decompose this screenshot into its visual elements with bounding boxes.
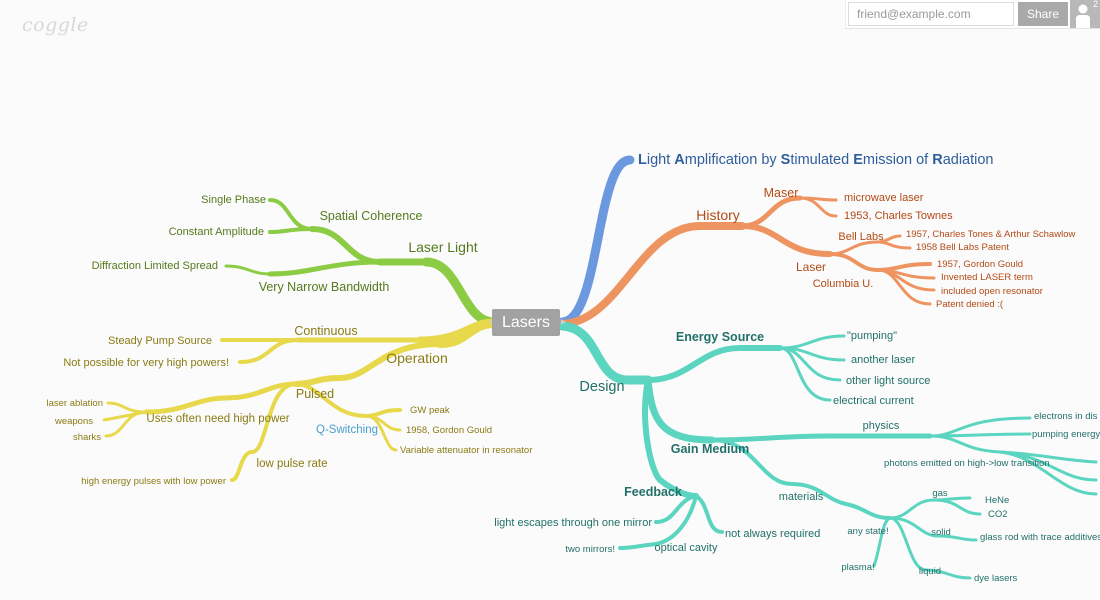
node-qswitch-gould[interactable]: 1958, Gordon Gould [406,425,492,436]
node-design[interactable]: Design [579,379,624,395]
node-patent-denied[interactable]: Patent denied :( [936,299,1004,310]
node-history[interactable]: History [696,207,740,223]
node-gw-peak[interactable]: GW peak [410,405,450,416]
node-liquid[interactable]: liquid [919,566,941,577]
node-physics[interactable]: physics [863,420,900,432]
node-steady-pump[interactable]: Steady Pump Source [108,335,212,347]
node-charles-townes[interactable]: 1953, Charles Townes [844,210,953,222]
node-feedback[interactable]: Feedback [624,485,682,499]
node-weapons[interactable]: weapons [54,416,93,427]
node-continuous[interactable]: Continuous [294,324,357,338]
node-microwave-laser[interactable]: microwave laser [844,192,924,204]
node-maser[interactable]: Maser [764,186,799,200]
branch-history [558,195,936,328]
node-photons-emitted[interactable]: photons emitted on high->low transition [884,458,1050,469]
share-email-input[interactable] [848,2,1014,26]
connector-arrow-right [561,319,566,325]
node-constant-amplitude[interactable]: Constant Amplitude [169,226,264,238]
node-operation[interactable]: Operation [386,350,447,366]
node-not-always-required[interactable]: not always required [725,528,820,540]
node-plasma[interactable]: plasma! [841,562,874,573]
share-bar: Share 2 [845,0,1100,29]
node-materials[interactable]: materials [779,491,824,503]
node-laser-history[interactable]: Laser [796,260,826,274]
branch-acronym [557,155,635,327]
node-gain-medium[interactable]: Gain Medium [671,442,749,456]
node-gas[interactable]: gas [932,488,948,499]
node-co2[interactable]: CO2 [988,509,1008,520]
collaborator-count: 2 [1092,0,1098,9]
root-node[interactable]: Lasers [492,309,560,336]
node-other-light-source[interactable]: other light source [846,375,930,387]
branch-design [557,321,1098,580]
node-one-mirror[interactable]: light escapes through one mirror [494,517,652,529]
node-another-laser[interactable]: another laser [851,354,916,366]
node-bell-labs[interactable]: Bell Labs [838,231,884,243]
branch-operation [102,318,498,482]
node-not-possible[interactable]: Not possible for very high powers! [63,357,229,369]
node-laser-light[interactable]: Laser Light [408,239,477,255]
node-variable-attenuator[interactable]: Variable attenuator in resonator [400,445,532,456]
node-acronym[interactable]: Light Amplification by Stimulated Emissi… [638,152,993,168]
node-invented-laser-term[interactable]: Invented LASER term [941,272,1033,283]
node-low-pulse-rate[interactable]: low pulse rate [257,458,328,470]
node-energy-source[interactable]: Energy Source [676,330,764,344]
node-two-mirrors[interactable]: two mirrors! [565,544,615,555]
node-laser-ablation[interactable]: laser ablation [46,398,103,409]
node-single-phase[interactable]: Single Phase [201,194,266,206]
node-columbia-gould[interactable]: 1957, Gordon Gould [937,259,1023,270]
node-diffraction-spread[interactable]: Diffraction Limited Spread [92,260,218,272]
node-high-energy-pulses[interactable]: high energy pulses with low power [81,476,226,487]
collaborators-button[interactable]: 2 [1070,0,1100,28]
node-dye-lasers[interactable]: dye lasers [974,573,1018,584]
share-button[interactable]: Share [1018,2,1068,26]
node-electrons[interactable]: electrons in dis [1034,411,1098,422]
node-q-switching[interactable]: Q-Switching [316,424,378,436]
node-tones-schawlow[interactable]: 1957, Charles Tones & Arthur Schawlow [906,229,1075,240]
node-sharks[interactable]: sharks [73,432,101,443]
node-spatial-coherence[interactable]: Spatial Coherence [320,209,423,223]
node-solid[interactable]: solid [931,527,951,538]
coggle-logo[interactable]: coggle [22,14,89,36]
node-open-resonator[interactable]: included open resonator [941,286,1043,297]
node-hene[interactable]: HeNe [985,495,1009,506]
node-uses-high-power[interactable]: Uses often need high power [146,413,289,425]
user-icon [1076,4,1090,28]
node-any-state[interactable]: any state! [847,526,888,537]
node-electrical-current[interactable]: electrical current [833,395,914,407]
node-pumping-energy[interactable]: pumping energy [1032,429,1100,440]
node-pulsed[interactable]: Pulsed [296,387,334,401]
node-pumping[interactable]: "pumping" [847,330,897,342]
node-glass-rod[interactable]: glass rod with trace additives [980,532,1100,543]
node-narrow-bandwidth[interactable]: Very Narrow Bandwidth [259,280,390,294]
node-columbia[interactable]: Columbia U. [813,278,874,290]
node-optical-cavity[interactable]: optical cavity [655,542,718,554]
node-bell-patent[interactable]: 1958 Bell Labs Patent [916,242,1009,253]
